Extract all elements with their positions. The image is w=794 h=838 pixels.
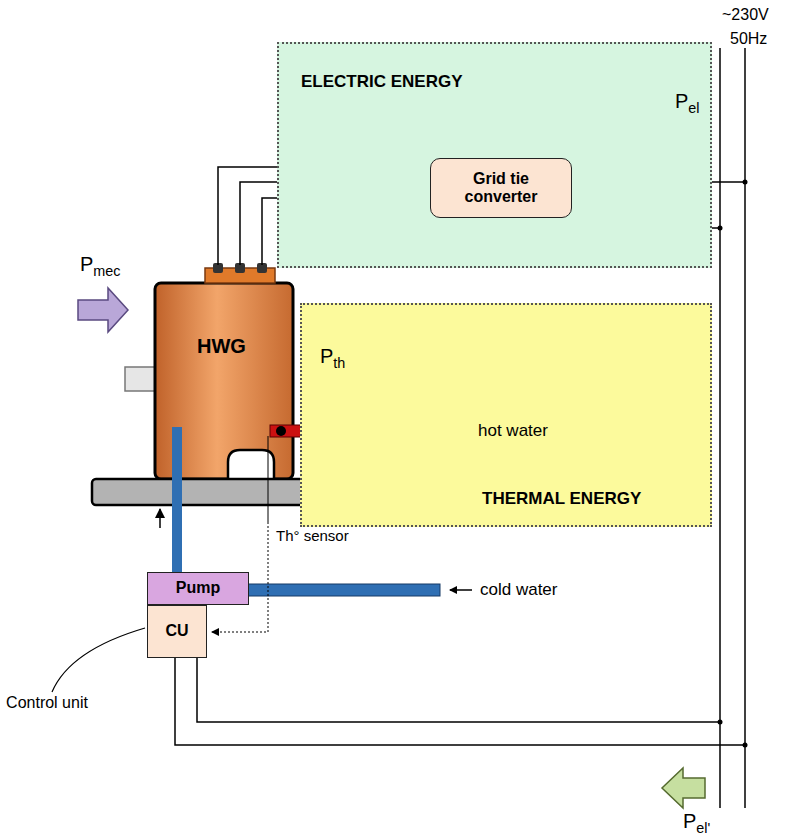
node-text: Pump bbox=[176, 579, 220, 597]
power-arrow bbox=[78, 288, 128, 332]
mains-wire bbox=[744, 48, 746, 808]
flow-arrow bbox=[450, 589, 472, 591]
control-unit-box: CU bbox=[147, 605, 207, 658]
power-label: Pel' bbox=[683, 810, 710, 837]
callout-label: Control unit bbox=[6, 694, 88, 712]
node-text: Grid tie converter bbox=[435, 170, 567, 207]
shaft bbox=[125, 367, 157, 391]
junction-dot bbox=[718, 226, 723, 231]
converter-box: Grid tie converter bbox=[430, 158, 572, 218]
wire bbox=[175, 658, 745, 745]
cold-water-pipe bbox=[248, 584, 440, 596]
node-text: HWG bbox=[197, 335, 293, 358]
node-text: CU bbox=[165, 622, 188, 640]
water-pipe bbox=[160, 427, 177, 572]
wire bbox=[197, 658, 720, 722]
junction-dot bbox=[718, 720, 723, 725]
power-arrow bbox=[662, 768, 705, 808]
junction-dot bbox=[743, 743, 748, 748]
flow-label: hot water bbox=[478, 421, 548, 441]
node-text: THERMAL ENERGY bbox=[482, 489, 641, 509]
leader-line bbox=[268, 436, 269, 522]
flow-label: cold water bbox=[480, 580, 557, 600]
temperature-sensor bbox=[276, 426, 286, 436]
voltage-label: ~230V bbox=[722, 6, 769, 24]
frequency-label: 50Hz bbox=[730, 30, 767, 48]
sensor-label: Th° sensor bbox=[276, 527, 349, 544]
generator-box: HWG bbox=[155, 283, 293, 479]
leader-line bbox=[52, 628, 145, 692]
mount-foot bbox=[228, 450, 274, 478]
mains-wire bbox=[719, 48, 721, 808]
power-label: Pel bbox=[675, 90, 700, 117]
node-text: ELECTRIC ENERGY bbox=[301, 72, 710, 92]
junction-dot bbox=[743, 180, 748, 185]
power-label: Pth bbox=[320, 345, 345, 372]
energy-region: ELECTRIC ENERGY Grid tie converter bbox=[277, 42, 712, 268]
pump-box: Pump bbox=[147, 572, 249, 605]
power-label: Pmec bbox=[80, 253, 121, 280]
energy-region: THERMAL ENERGY bbox=[300, 303, 712, 527]
